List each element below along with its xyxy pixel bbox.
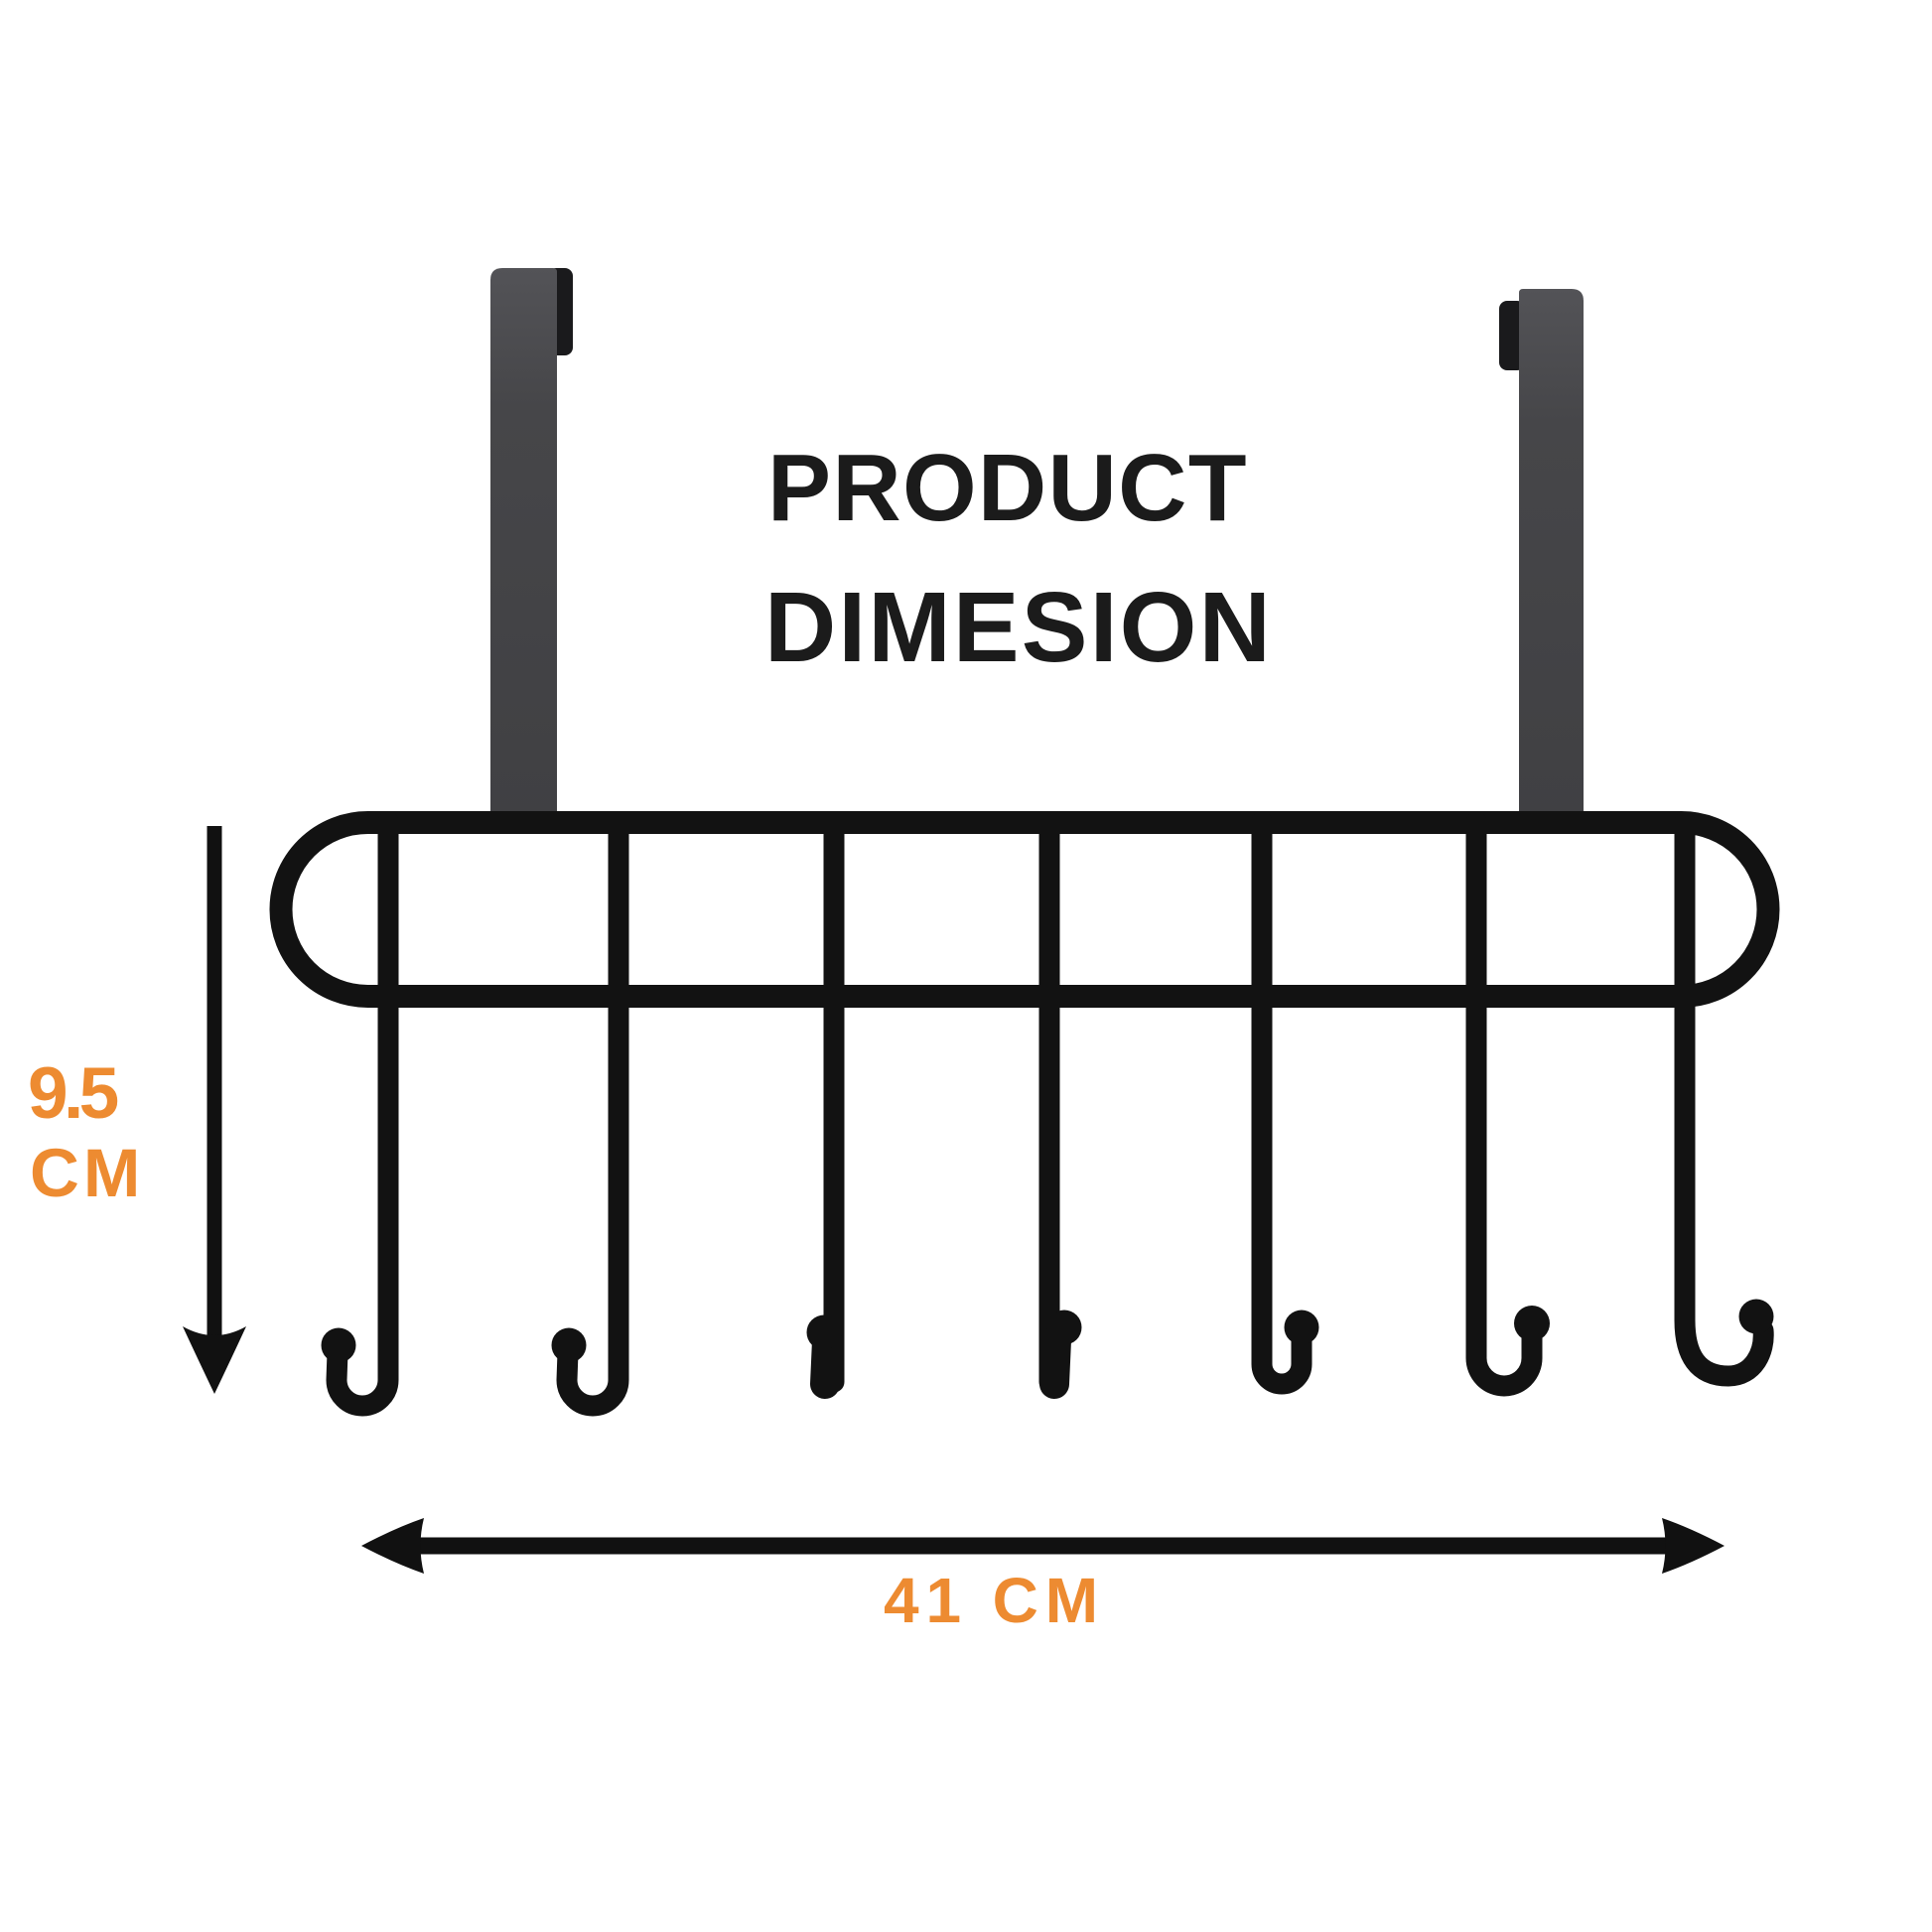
svg-text:PRODUCT: PRODUCT — [767, 435, 1248, 541]
svg-text:CM: CM — [30, 1135, 144, 1211]
svg-text:41 CM: 41 CM — [884, 1565, 1105, 1636]
svg-text:DIMESION: DIMESION — [764, 572, 1273, 683]
svg-text:9.5: 9.5 — [28, 1053, 118, 1134]
